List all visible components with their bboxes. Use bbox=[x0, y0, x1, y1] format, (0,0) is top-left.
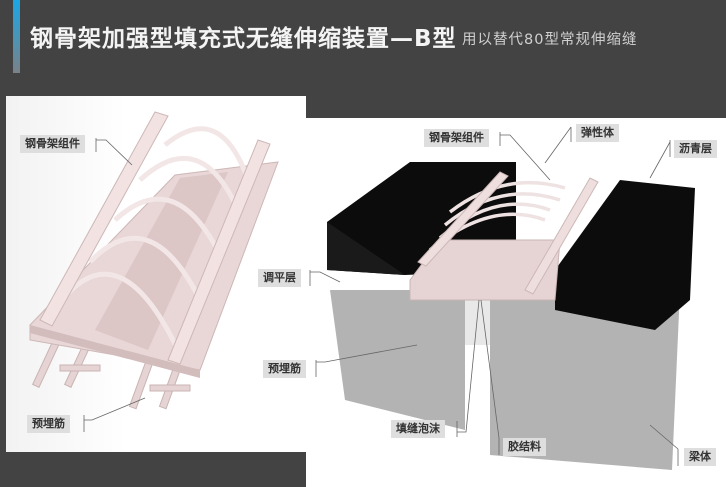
right-joint-section bbox=[327, 162, 695, 470]
label-binder: 胶结料 bbox=[503, 438, 546, 456]
title-accent-bar bbox=[13, 0, 20, 73]
label-joint-foam: 填缝泡沫 bbox=[391, 420, 445, 438]
label-embedded-rebar-right: 预埋筋 bbox=[263, 360, 306, 378]
page-title: 钢骨架加强型填充式无缝伸缩装置—B型 bbox=[30, 26, 457, 52]
label-leveling-layer: 调平层 bbox=[258, 269, 301, 287]
left-steel-frame bbox=[29, 111, 279, 410]
label-steel-frame-right: 钢骨架组件 bbox=[424, 129, 489, 147]
label-elastomer: 弹性体 bbox=[576, 124, 619, 142]
label-asphalt-layer: 沥青层 bbox=[674, 140, 717, 158]
label-steel-frame-left: 钢骨架组件 bbox=[20, 135, 85, 153]
label-beam-body: 梁体 bbox=[684, 448, 716, 466]
leader-lines bbox=[83, 126, 679, 466]
label-embedded-rebar-left: 预埋筋 bbox=[27, 415, 70, 433]
page-subtitle: 用以替代80型常规伸缩缝 bbox=[462, 32, 638, 48]
